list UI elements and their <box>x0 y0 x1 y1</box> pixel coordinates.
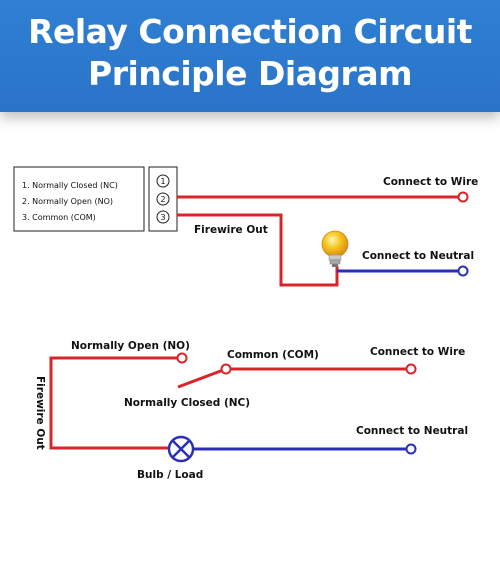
terminal-2 <box>156 192 170 206</box>
top-connect-to-neutral-label: Connect to Neutral <box>362 250 474 262</box>
top-connect-to-wire-label: Connect to Wire <box>383 176 478 188</box>
legend-item-no: 2. Normally Open (NO) <box>22 197 113 206</box>
switch-arm <box>177 367 227 389</box>
legend-box <box>13 166 145 232</box>
legend-item-com: 3. Common (COM) <box>22 213 96 222</box>
header-banner: Relay Connection Circuit Principle Diagr… <box>0 0 500 112</box>
terminal-1-label: 1 <box>161 177 166 186</box>
bulb-load-symbol-icon <box>167 435 195 463</box>
terminal-3 <box>156 210 170 224</box>
light-bulb-icon <box>321 230 349 267</box>
title-line-2: Principle Diagram <box>88 54 412 93</box>
terminal-3-label: 3 <box>161 213 166 222</box>
top-firewire-out-label: Firewire Out <box>194 224 268 236</box>
bottom-firewire-out-label: Firewire Out <box>34 376 46 450</box>
common-terminal <box>220 363 232 375</box>
bottom-neutral-terminal <box>405 443 417 455</box>
top-wire-terminal <box>457 191 469 203</box>
bottom-connect-to-wire-label: Connect to Wire <box>370 346 465 358</box>
common-label: Common (COM) <box>227 349 319 361</box>
no-contact-terminal <box>176 352 188 364</box>
bulb-load-label: Bulb / Load <box>137 469 203 481</box>
terminal-1 <box>156 174 170 188</box>
top-firewire-wire <box>177 213 339 287</box>
top-neutral-terminal <box>457 265 469 277</box>
legend-item-nc: 1. Normally Closed (NC) <box>22 181 118 190</box>
bottom-connect-to-neutral-label: Connect to Neutral <box>356 425 468 437</box>
normally-closed-label: Normally Closed (NC) <box>124 397 250 409</box>
normally-open-label: Normally Open (NO) <box>71 340 190 352</box>
bottom-wire-terminal <box>405 363 417 375</box>
title-line-1: Relay Connection Circuit <box>28 12 472 51</box>
bottom-firewire-loop <box>49 356 182 450</box>
terminal-2-label: 2 <box>161 195 166 204</box>
